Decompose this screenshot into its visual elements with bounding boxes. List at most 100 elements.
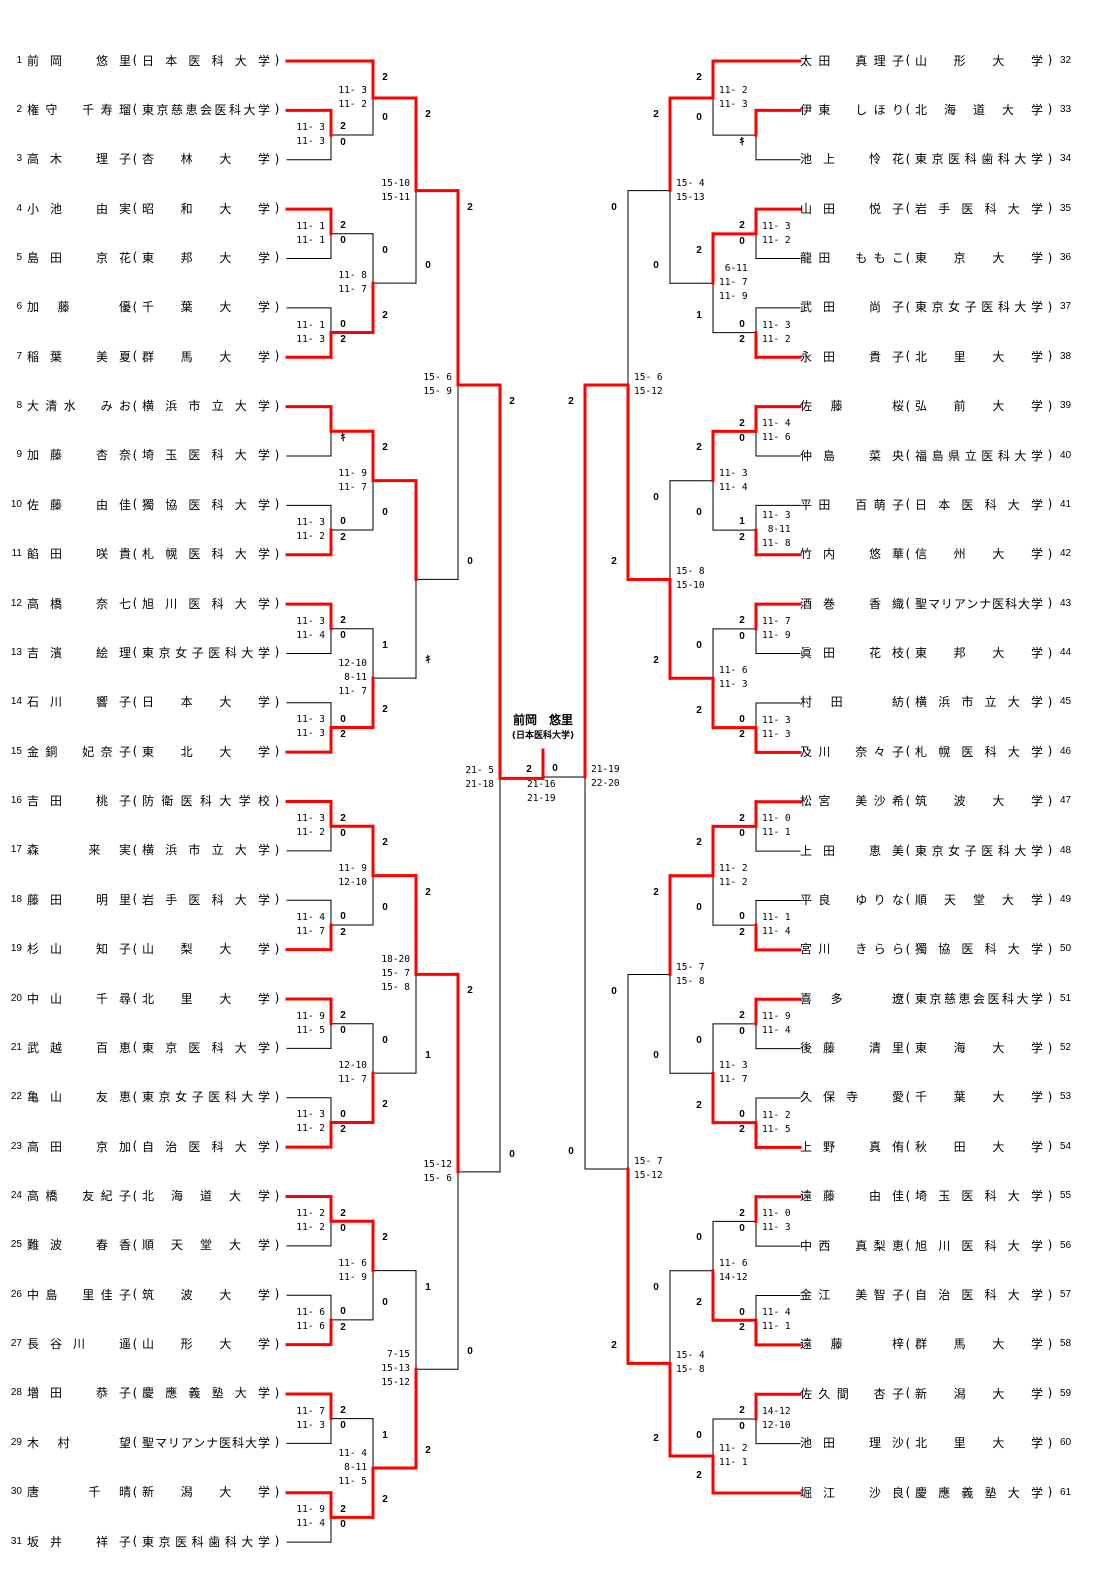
set-score: 15- 8 bbox=[676, 566, 705, 578]
paren-open: ( bbox=[132, 1484, 138, 1499]
player-name: 上田 恵美 bbox=[800, 843, 904, 858]
player-university: 日本医科大学 bbox=[915, 497, 1043, 512]
set-score: 11- 2 bbox=[719, 862, 748, 874]
player-name: 上野 真侑 bbox=[800, 1139, 904, 1154]
player-row: 佐久間 杏子(新潟大学)59 bbox=[800, 1385, 1082, 1401]
player-name: 中島 里佳子 bbox=[27, 1287, 131, 1302]
paren-close: ) bbox=[274, 53, 280, 67]
paren-open: ( bbox=[132, 497, 138, 512]
set-score: 11- 2 bbox=[338, 99, 367, 111]
match-score-top: 2 bbox=[653, 886, 659, 898]
set-score: 11- 8 bbox=[338, 270, 367, 282]
paren-open: ( bbox=[905, 398, 911, 413]
paren-close: ) bbox=[274, 1534, 280, 1549]
paren-open: ( bbox=[132, 645, 138, 660]
match-score-top: 2 bbox=[739, 1405, 745, 1417]
player-row: 宮川 きらら(獨協医科大学)50 bbox=[800, 941, 1082, 957]
match-score-bottom: 2 bbox=[611, 556, 617, 568]
paren-open: ( bbox=[132, 447, 138, 462]
set-score: 11- 3 bbox=[762, 319, 791, 331]
paren-open: ( bbox=[132, 941, 138, 956]
player-university: 秋田大学 bbox=[915, 1139, 1043, 1154]
paren-close: ) bbox=[1047, 1089, 1053, 1104]
player-row: 上野 真侑(秋田大学)54 bbox=[800, 1138, 1082, 1154]
player-name: 仲島 菜央 bbox=[800, 448, 904, 463]
match-score-bottom: 2 bbox=[739, 334, 745, 346]
match-score-top: 0 bbox=[611, 201, 617, 213]
set-score: 11- 3 bbox=[762, 220, 791, 232]
match-score-top: 0 bbox=[382, 1034, 388, 1046]
match-score-top: 1 bbox=[382, 1429, 388, 1441]
paren-close: ) bbox=[1047, 1287, 1053, 1302]
set-score: 11- 1 bbox=[296, 234, 325, 246]
set-score: 8-11 bbox=[762, 524, 791, 536]
player-university: 順天堂大学 bbox=[142, 1238, 270, 1253]
paren-close: ) bbox=[274, 201, 280, 216]
player-row: 金江 美智子(自治医科大学)57 bbox=[800, 1287, 1082, 1303]
player-university: 北海道大学 bbox=[915, 102, 1043, 117]
paren-open: ( bbox=[132, 1237, 138, 1252]
player-row: 山田 悦子(岩手医科大学)35 bbox=[800, 200, 1082, 216]
player-name: 権守 千寿瑠 bbox=[27, 102, 131, 117]
set-score: 11- 2 bbox=[296, 531, 325, 542]
seed-number: 13 bbox=[10, 646, 22, 658]
match-score-bottom: 2 bbox=[696, 1099, 702, 1111]
seed-number: 33 bbox=[1060, 103, 1072, 115]
player-row: 龍田 ももこ(東京大学)36 bbox=[800, 250, 1082, 266]
match-score-bottom: 0 bbox=[382, 901, 388, 913]
set-score: 11- 4 bbox=[762, 1024, 791, 1036]
paren-open: ( bbox=[132, 1534, 138, 1549]
set-score: 11- 4 bbox=[762, 1307, 791, 1319]
match-score-bottom: 1 bbox=[425, 1050, 431, 1062]
set-score: 15- 7 bbox=[381, 968, 410, 980]
set-score: 11- 1 bbox=[762, 912, 791, 924]
paren-close: ) bbox=[274, 941, 280, 956]
set-score: 11- 7 bbox=[338, 1074, 367, 1086]
set-score: 15- 4 bbox=[676, 177, 705, 189]
match-score-top: 0 bbox=[340, 318, 346, 330]
set-score: 15-10 bbox=[381, 177, 410, 189]
seed-number: 4 bbox=[16, 202, 22, 214]
paren-open: ( bbox=[132, 201, 138, 216]
set-score: 11- 8 bbox=[762, 538, 791, 550]
player-row: 村田 紡(横浜市立大学)45 bbox=[800, 694, 1082, 710]
player-university: 山形大学 bbox=[915, 53, 1043, 68]
set-score: 11- 4 bbox=[762, 418, 791, 430]
player-name: 前岡 悠里 bbox=[27, 53, 131, 68]
set-score: 11- 9 bbox=[296, 1504, 325, 1516]
paren-open: ( bbox=[905, 1139, 911, 1154]
set-score: 11- 3 bbox=[762, 728, 791, 740]
set-score: 11- 6 bbox=[296, 1320, 325, 1332]
seed-number: 50 bbox=[1060, 943, 1072, 955]
player-university: 東邦大学 bbox=[915, 646, 1043, 661]
match-score-top: 2 bbox=[340, 1010, 346, 1022]
player-row: 松宮 美沙希(筑波大学)47 bbox=[800, 793, 1082, 809]
paren-close: ) bbox=[274, 546, 280, 561]
player-name: 石川 響子 bbox=[27, 695, 131, 710]
set-score: 15- 7 bbox=[676, 961, 705, 973]
match-score-bottom: 2 bbox=[611, 1340, 617, 1352]
seed-number: 46 bbox=[1060, 745, 1072, 757]
player-row: 遠藤 梓(群馬大学)58 bbox=[800, 1336, 1082, 1352]
player-name: 及川 奈々子 bbox=[800, 744, 904, 759]
player-name: 松宮 美沙希 bbox=[800, 794, 904, 809]
player-name: 遠藤 由佳 bbox=[800, 1189, 904, 1204]
paren-close: ) bbox=[274, 744, 280, 759]
match-score-top: 2 bbox=[340, 812, 346, 824]
player-name: 宮川 きらら bbox=[800, 942, 904, 957]
paren-open: ( bbox=[905, 596, 911, 611]
player-university: 昭和大学 bbox=[142, 201, 270, 216]
player-university: 筑波大学 bbox=[142, 1287, 270, 1302]
seed-number: 1 bbox=[16, 54, 22, 66]
set-score: 22-20 bbox=[591, 778, 620, 789]
set-score: 15-11 bbox=[381, 191, 410, 203]
seed-number: 38 bbox=[1060, 350, 1072, 362]
match-score-bottom: 0 bbox=[467, 556, 473, 568]
